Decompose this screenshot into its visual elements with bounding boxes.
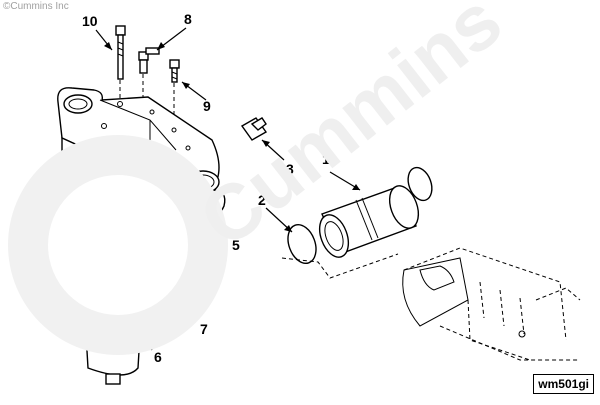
- part-2-o-ring: [287, 166, 433, 265]
- callout-3: 3: [286, 161, 294, 177]
- part-10-bolt: [115, 25, 126, 112]
- part-7-gasket: [70, 221, 208, 303]
- callout-7: 7: [200, 321, 208, 337]
- callout-10: 10: [82, 13, 98, 29]
- part-4-thermostat: [85, 321, 141, 385]
- copyright-text: ©Cummins Inc: [3, 1, 69, 12]
- callout-1: 1: [322, 151, 330, 167]
- callout-6: 6: [154, 349, 162, 365]
- part-8-fitting: [138, 47, 160, 104]
- part-1-tube: [318, 185, 420, 258]
- callout-9: 9: [203, 98, 211, 114]
- figure-id-label: wm501gi: [533, 374, 594, 394]
- engine-block-outline: [281, 247, 581, 361]
- part-6-seal: [92, 295, 134, 317]
- callout-8: 8: [184, 11, 192, 27]
- part-3-fitting: [240, 117, 268, 141]
- part-9-bolt: [169, 59, 180, 122]
- callout-4: 4: [52, 305, 60, 321]
- callout-2: 2: [258, 192, 266, 208]
- part-5-housing: [57, 87, 226, 231]
- callout-5: 5: [232, 237, 240, 253]
